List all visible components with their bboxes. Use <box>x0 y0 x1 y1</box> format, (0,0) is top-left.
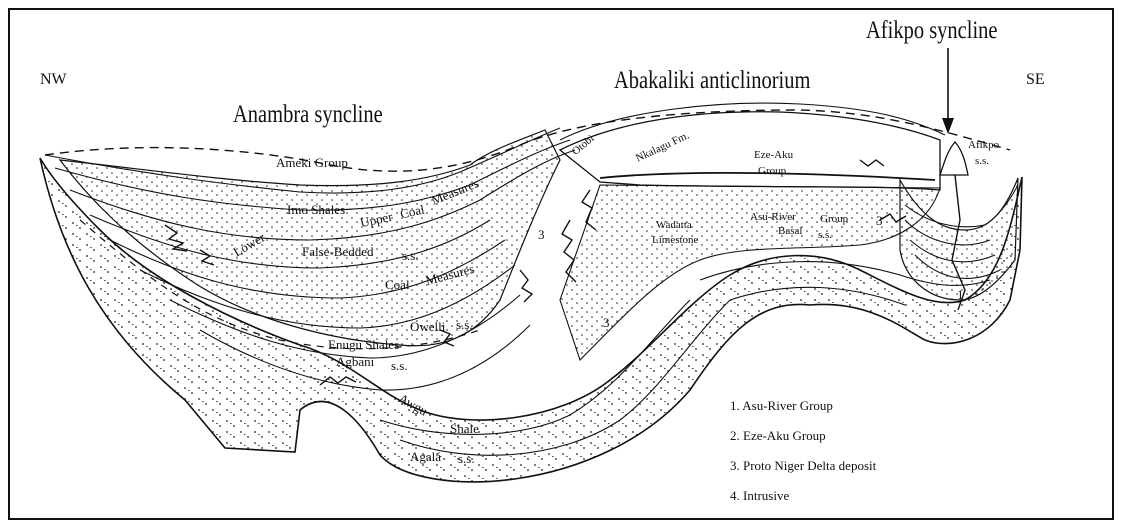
afikpo-label: Afikpo <box>968 140 999 151</box>
false-bedded-ss-label: s.s. <box>402 249 419 262</box>
legend-item-eze-aku: 2. Eze-Aku Group <box>730 429 876 442</box>
legend-item-proto-niger-delta: 3. Proto Niger Delta deposit <box>730 459 876 472</box>
basal-label: Basal <box>778 226 802 237</box>
enugu-shales-label: Enugu Shales <box>328 338 399 351</box>
basal-ss-label: s.s. <box>818 230 832 241</box>
unit-3-label-b: 3 <box>603 316 610 329</box>
coal-lower-label: Coal <box>385 278 410 291</box>
afikpo-plug <box>940 142 968 175</box>
legend-item-intrusive: 4. Intrusive <box>730 489 876 502</box>
agala-label: Agalá <box>410 450 441 463</box>
unit-1-label: 1 <box>957 288 964 301</box>
wadatta-label: Wadatta <box>656 220 692 231</box>
limestone-label: Limestone <box>652 235 698 246</box>
legend-item-asu-river: 1. Asu-River Group <box>730 399 876 412</box>
legend: 1. Asu-River Group 2. Eze-Aku Group 3. P… <box>730 399 876 519</box>
afikpo-ss-label: s.s. <box>975 156 989 167</box>
unit-3-label-a: 3 <box>538 228 545 241</box>
eze-aku-label: Eze-Aku <box>754 150 793 161</box>
imo-shales-label: Imo Shales <box>287 203 345 216</box>
owelli-label: Owelli <box>410 320 445 333</box>
shale-label: Shale <box>450 422 479 435</box>
owelli-ss-label: s.s. <box>456 318 473 331</box>
agala-ss-label: s.s. <box>458 452 475 465</box>
false-bedded-label: False-Bedded <box>302 245 373 258</box>
asu-river-group-label: Group <box>820 214 848 225</box>
eze-aku-group-label: Group <box>758 166 786 177</box>
unit-3-label-c: 3 <box>876 214 883 227</box>
agbani-ss-label: s.s. <box>391 359 408 372</box>
asu-river-label: Asu-River <box>750 212 796 223</box>
afikpo-arrow-head <box>942 118 954 134</box>
afikpo-syncline-label: Afikpo syncline <box>866 18 998 43</box>
abakaliki-anticlinorium-label: Abakaliki anticlinorium <box>614 68 810 93</box>
se-label: SE <box>1026 72 1045 88</box>
anticlinorium-layer <box>560 112 940 190</box>
agbani-label: Agbani <box>336 355 374 368</box>
ameki-group-label: Ameki Group <box>276 156 348 169</box>
anambra-syncline-label: Anambra syncline <box>233 102 383 127</box>
nw-label: NW <box>40 72 67 88</box>
